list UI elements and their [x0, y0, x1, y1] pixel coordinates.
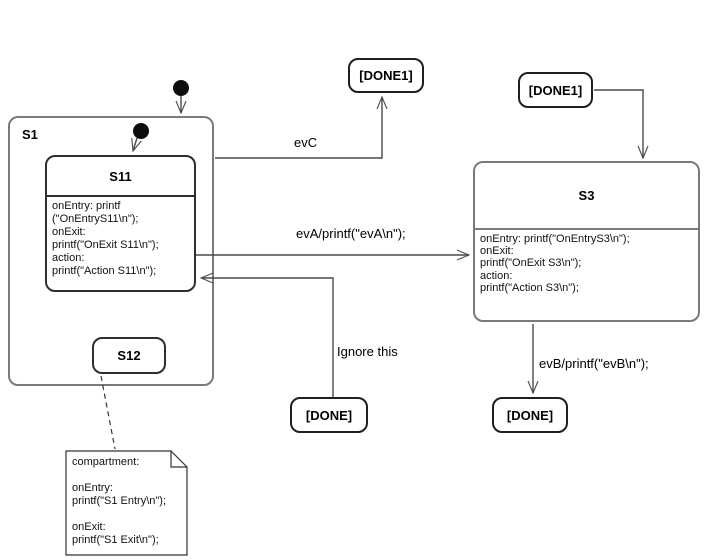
state-s12-title: S12 [117, 348, 141, 363]
final-state-done-left-label: [DONE] [305, 407, 353, 423]
final-state-done-right[interactable]: [DONE] [492, 397, 568, 433]
state-s1-title: S1 [22, 127, 38, 142]
transition-eva-label[interactable]: evA/printf("evA\n"); [296, 226, 406, 241]
transition-ignore-line[interactable] [201, 278, 334, 397]
state-s3-title: S3 [475, 163, 698, 230]
transition-ignore-label[interactable]: Ignore this [337, 344, 398, 359]
final-state-done1-right[interactable]: [DONE1] [518, 72, 593, 108]
final-state-done1-top-label: [DONE1] [359, 68, 413, 83]
final-state-done-left[interactable]: [DONE] [290, 397, 368, 433]
state-s12[interactable]: S12 [92, 337, 166, 374]
final-state-done1-right-label: [DONE1] [528, 82, 583, 98]
transition-evb-label[interactable]: evB/printf("evB\n"); [539, 356, 649, 371]
transition-evc-label[interactable]: evC [294, 135, 318, 150]
state-s3-actions: onEntry: printf("OnEntryS3\n"); onExit: … [480, 233, 630, 294]
initial-state-dot-s1[interactable] [173, 80, 189, 96]
state-s11[interactable]: S11 onEntry: printf ("OnEntryS11\n"); on… [45, 155, 196, 292]
note-anchor-line[interactable] [100, 375, 116, 450]
note-shape-icon [65, 450, 188, 556]
state-s3[interactable]: S3 onEntry: printf("OnEntryS3\n"); onExi… [473, 161, 700, 322]
final-state-done1-top[interactable]: [DONE1] [348, 58, 424, 93]
state-s11-title: S11 [47, 157, 194, 197]
state-s11-actions: onEntry: printf ("OnEntryS11\n"); onExit… [52, 200, 159, 277]
final-state-done-right-label: [DONE] [506, 407, 554, 423]
transition-done1-to-s3-line[interactable] [594, 89, 643, 158]
note-text: compartment: onEntry: printf("S1 Entry\n… [72, 456, 167, 546]
note-s1-compartment[interactable]: compartment: onEntry: printf("S1 Entry\n… [65, 450, 188, 556]
